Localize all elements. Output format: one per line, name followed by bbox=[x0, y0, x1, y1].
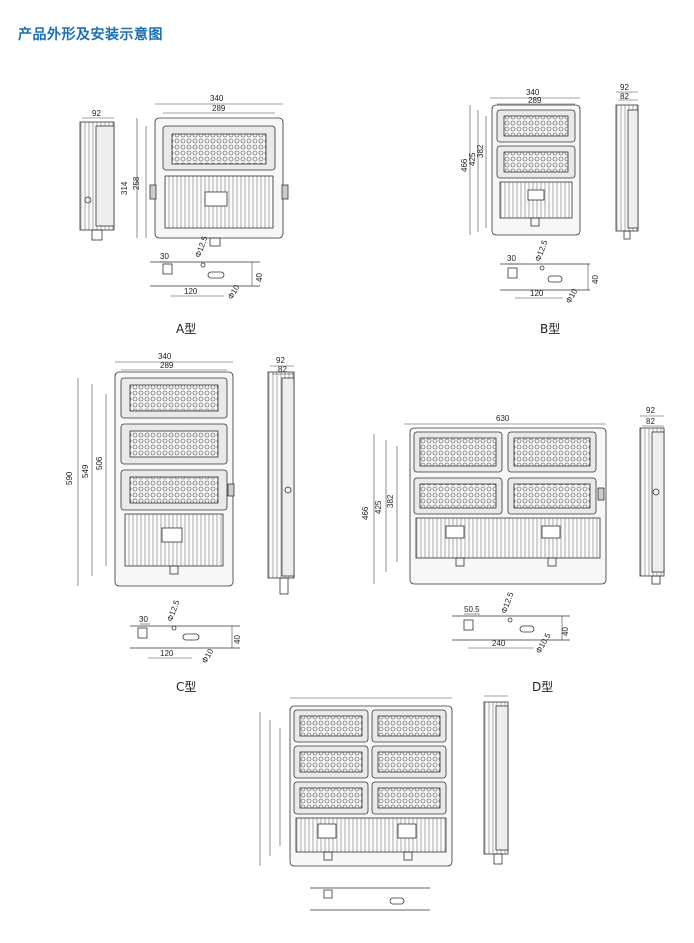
c-side-width-total: 92 bbox=[276, 356, 285, 365]
a-bracket-spacing: 120 bbox=[184, 287, 198, 296]
a-width-total: 340 bbox=[210, 94, 224, 103]
model-c-side-view bbox=[267, 371, 295, 595]
model-a-front-view bbox=[149, 117, 289, 247]
model-d-front-view bbox=[409, 427, 607, 585]
model-e-side-view bbox=[483, 701, 509, 865]
model-b-caption: B型 bbox=[540, 322, 561, 336]
d-bracket-slot: Φ10.5 bbox=[534, 631, 553, 655]
b-width-inner: 289 bbox=[528, 96, 542, 105]
model-a-side-view bbox=[79, 121, 115, 241]
model-a-bracket bbox=[150, 261, 260, 287]
c-side-width-inner: 82 bbox=[278, 365, 287, 374]
a-side-width: 92 bbox=[92, 109, 101, 118]
b-height-inner: 382 bbox=[476, 144, 485, 158]
d-width-total: 630 bbox=[496, 414, 510, 423]
b-bracket-slot: Φ10 bbox=[564, 287, 580, 305]
a-bracket-gap: 30 bbox=[160, 252, 169, 261]
a-bracket-slot: Φ10 bbox=[226, 283, 242, 301]
d-bracket-gap: 50.5 bbox=[464, 605, 480, 614]
b-bracket-spacing: 120 bbox=[530, 289, 544, 298]
b-width-total: 340 bbox=[526, 88, 540, 97]
c-height-inner: 506 bbox=[95, 456, 104, 470]
d-side-width-inner: 82 bbox=[646, 417, 655, 426]
model-e-bracket bbox=[310, 887, 430, 911]
model-c-bracket bbox=[130, 625, 240, 649]
model-d-side-view bbox=[639, 427, 665, 585]
b-bracket-depth: 40 bbox=[591, 275, 600, 284]
d-height-inner: 382 bbox=[386, 494, 395, 508]
page-title: 产品外形及安装示意图 bbox=[18, 27, 163, 43]
a-bracket-depth: 40 bbox=[255, 273, 264, 282]
c-height-mid: 549 bbox=[81, 464, 90, 478]
a-width-inner: 289 bbox=[212, 104, 226, 113]
model-d-bracket bbox=[452, 615, 570, 641]
c-bracket-depth: 40 bbox=[233, 635, 242, 644]
a-height-total: 314 bbox=[120, 181, 129, 195]
b-bracket-gap: 30 bbox=[507, 254, 516, 263]
d-bracket-hole: Φ12.5 bbox=[499, 590, 515, 614]
a-height-inner: 258 bbox=[132, 176, 141, 190]
c-width-total: 340 bbox=[158, 352, 172, 361]
b-side-width-total: 92 bbox=[620, 83, 629, 92]
model-b-side-view bbox=[615, 104, 639, 240]
model-c-front-view bbox=[114, 371, 235, 587]
c-bracket-slot: Φ10 bbox=[200, 647, 216, 665]
b-side-width-inner: 82 bbox=[620, 92, 629, 101]
d-side-width-total: 92 bbox=[646, 406, 655, 415]
model-e-front-view bbox=[289, 705, 453, 867]
d-height-total: 466 bbox=[361, 506, 370, 520]
model-d-caption: D型 bbox=[532, 680, 554, 694]
c-bracket-hole: Φ12.5 bbox=[165, 598, 181, 622]
model-b-bracket bbox=[500, 263, 590, 291]
b-height-mid: 425 bbox=[468, 152, 477, 166]
d-bracket-spacing: 240 bbox=[492, 639, 506, 648]
b-bracket-hole: Φ12.5 bbox=[533, 238, 549, 262]
c-height-total: 590 bbox=[65, 471, 74, 485]
c-bracket-spacing: 120 bbox=[160, 649, 174, 658]
model-c-caption: C型 bbox=[176, 680, 197, 694]
c-bracket-gap: 30 bbox=[139, 615, 148, 624]
b-height-total: 466 bbox=[460, 158, 469, 172]
model-b-front-view bbox=[491, 104, 581, 236]
d-bracket-depth: 40 bbox=[561, 627, 570, 636]
model-a-caption: A型 bbox=[176, 322, 197, 336]
d-height-mid: 425 bbox=[374, 500, 383, 514]
c-width-inner: 289 bbox=[160, 361, 174, 370]
